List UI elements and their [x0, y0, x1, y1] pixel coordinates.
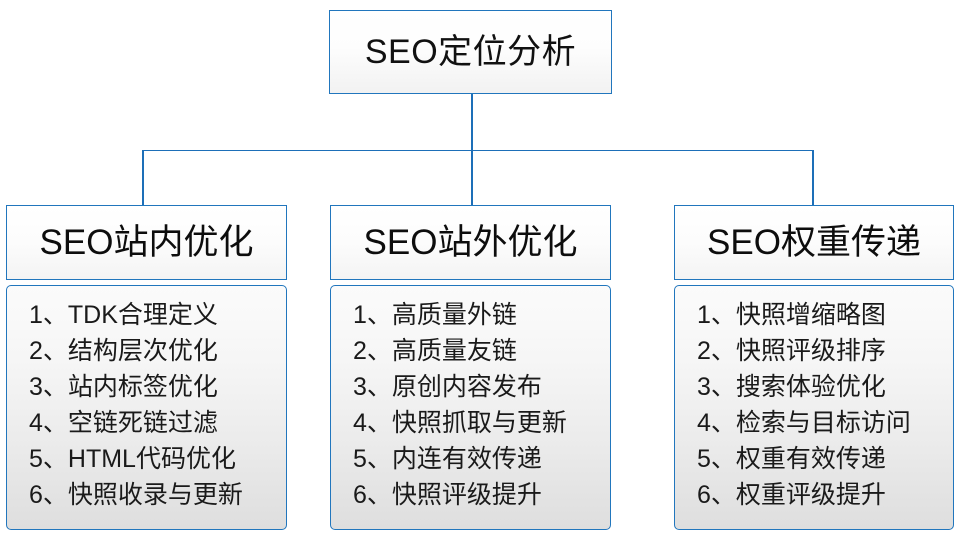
- branch-3-header-label: SEO权重传递: [707, 223, 921, 262]
- branch-2-header[interactable]: SEO站外优化: [330, 205, 611, 280]
- list-item-index: 3、: [697, 373, 736, 401]
- branch-2-item-list: 1、 高质量外链 2、 高质量友链 3、 原创内容发布 4、 快照抓取与更新 5…: [331, 297, 610, 513]
- list-item[interactable]: 5、 权重有效传递: [697, 441, 953, 477]
- list-item-text: 结构层次优化: [67, 337, 218, 365]
- list-item-text: 站内标签优化: [67, 373, 218, 401]
- list-item[interactable]: 1、 快照增缩略图: [697, 297, 953, 333]
- connector-branch-1-vertical: [142, 150, 144, 206]
- list-item-text: 高质量外链: [391, 301, 517, 329]
- list-item-text: 搜索体验优化: [735, 373, 886, 401]
- branch-2-body: 1、 高质量外链 2、 高质量友链 3、 原创内容发布 4、 快照抓取与更新 5…: [330, 285, 611, 530]
- list-item[interactable]: 3、 原创内容发布: [353, 369, 610, 405]
- list-item-index: 4、: [29, 409, 68, 437]
- list-item-text: 内连有效传递: [391, 445, 542, 473]
- branch-1-body: 1、 TDK合理定义 2、 结构层次优化 3、 站内标签优化 4、 空链死链过滤…: [6, 285, 287, 530]
- list-item-index: 3、: [353, 373, 392, 401]
- list-item[interactable]: 6、 权重评级提升: [697, 477, 953, 513]
- list-item-index: 5、: [697, 445, 736, 473]
- list-item[interactable]: 3、 站内标签优化: [29, 369, 286, 405]
- list-item-text: 快照收录与更新: [67, 481, 243, 509]
- list-item-text: 权重有效传递: [735, 445, 886, 473]
- root-node-seo-positioning-analysis[interactable]: SEO定位分析: [329, 10, 612, 94]
- list-item-index: 1、: [29, 301, 68, 329]
- list-item[interactable]: 4、 空链死链过滤: [29, 405, 286, 441]
- list-item[interactable]: 1、 高质量外链: [353, 297, 610, 333]
- list-item[interactable]: 6、 快照评级提升: [353, 477, 610, 513]
- list-item-text: 快照评级提升: [391, 481, 542, 509]
- branch-3-item-list: 1、 快照增缩略图 2、 快照评级排序 3、 搜索体验优化 4、 检索与目标访问…: [675, 297, 953, 513]
- list-item-index: 4、: [697, 409, 736, 437]
- list-item-index: 2、: [697, 337, 736, 365]
- branch-1-header-label: SEO站内优化: [39, 223, 254, 262]
- branch-column-3: SEO权重传递 1、 快照增缩略图 2、 快照评级排序 3、 搜索体验优化 4、: [674, 205, 954, 530]
- list-item-index: 3、: [29, 373, 68, 401]
- list-item-index: 2、: [353, 337, 392, 365]
- list-item-index: 6、: [29, 481, 68, 509]
- root-node-label: SEO定位分析: [364, 33, 577, 71]
- list-item[interactable]: 4、 检索与目标访问: [697, 405, 953, 441]
- branch-2-header-label: SEO站外优化: [363, 223, 578, 262]
- list-item[interactable]: 2、 快照评级排序: [697, 333, 953, 369]
- list-item-index: 1、: [697, 301, 736, 329]
- list-item-text: 权重评级提升: [735, 481, 886, 509]
- list-item-index: 6、: [353, 481, 392, 509]
- list-item-text: 检索与目标访问: [735, 409, 911, 437]
- list-item-index: 4、: [353, 409, 392, 437]
- list-item[interactable]: 2、 结构层次优化: [29, 333, 286, 369]
- list-item[interactable]: 5、 内连有效传递: [353, 441, 610, 477]
- branch-column-1: SEO站内优化 1、 TDK合理定义 2、 结构层次优化 3、 站内标签优化 4…: [6, 205, 287, 530]
- list-item-index: 5、: [353, 445, 392, 473]
- list-item[interactable]: 5、 HTML代码优化: [29, 441, 286, 477]
- branch-1-item-list: 1、 TDK合理定义 2、 结构层次优化 3、 站内标签优化 4、 空链死链过滤…: [7, 297, 286, 513]
- list-item-index: 6、: [697, 481, 736, 509]
- connector-root-vertical: [471, 94, 473, 151]
- connector-branch-3-vertical: [812, 150, 814, 206]
- list-item-text: TDK合理定义: [67, 301, 218, 329]
- list-item-index: 2、: [29, 337, 68, 365]
- branch-column-2: SEO站外优化 1、 高质量外链 2、 高质量友链 3、 原创内容发布 4、 快: [330, 205, 611, 530]
- list-item-text: 高质量友链: [391, 337, 517, 365]
- list-item[interactable]: 4、 快照抓取与更新: [353, 405, 610, 441]
- list-item-text: 快照抓取与更新: [391, 409, 567, 437]
- list-item-text: HTML代码优化: [67, 445, 236, 473]
- branch-3-header[interactable]: SEO权重传递: [674, 205, 954, 280]
- branch-1-header[interactable]: SEO站内优化: [6, 205, 287, 280]
- list-item[interactable]: 1、 TDK合理定义: [29, 297, 286, 333]
- connector-branch-2-vertical: [471, 150, 473, 206]
- list-item-text: 空链死链过滤: [67, 409, 218, 437]
- list-item[interactable]: 6、 快照收录与更新: [29, 477, 286, 513]
- list-item-index: 1、: [353, 301, 392, 329]
- branch-3-body: 1、 快照增缩略图 2、 快照评级排序 3、 搜索体验优化 4、 检索与目标访问…: [674, 285, 954, 530]
- list-item-text: 快照增缩略图: [735, 301, 886, 329]
- list-item[interactable]: 2、 高质量友链: [353, 333, 610, 369]
- list-item-text: 原创内容发布: [391, 373, 542, 401]
- list-item-index: 5、: [29, 445, 68, 473]
- list-item[interactable]: 3、 搜索体验优化: [697, 369, 953, 405]
- list-item-text: 快照评级排序: [735, 337, 886, 365]
- connector-horizontal-bus: [142, 149, 814, 152]
